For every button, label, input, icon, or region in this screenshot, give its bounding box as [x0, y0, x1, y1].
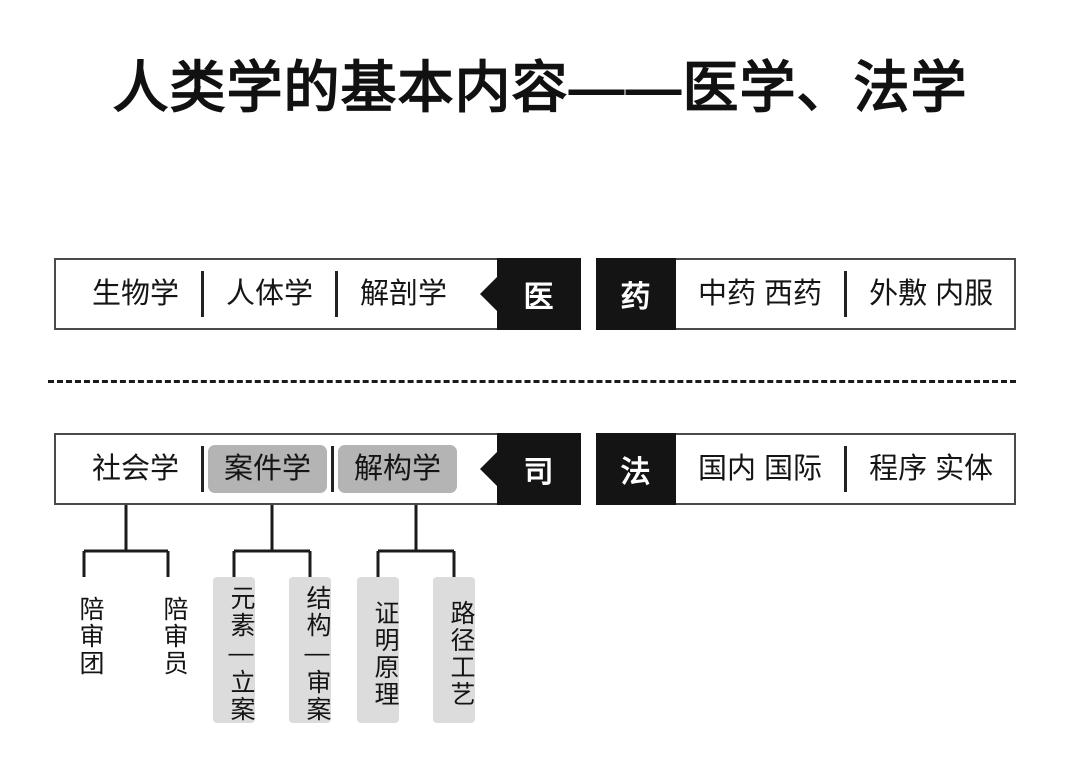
- section-divider: [48, 380, 1016, 383]
- leaf-element-filing[interactable]: 元素—立案: [213, 577, 255, 723]
- tag-drug[interactable]: 药: [596, 258, 676, 330]
- cell-anatomy[interactable]: 解剖学: [360, 277, 448, 310]
- cell-sociology[interactable]: 社会学: [92, 452, 180, 485]
- separator-icon: [335, 271, 339, 317]
- separator-icon: [844, 446, 848, 492]
- leaf-proof-principle[interactable]: 证明原理: [357, 577, 399, 723]
- row-medicine: 生物学 人体学 解剖学 医 药 中药 西药 外敷 内服: [0, 258, 1080, 330]
- law-right-capsule[interactable]: 国内 国际 程序 实体: [676, 433, 1016, 505]
- medicine-left-capsule[interactable]: 生物学 人体学 解剖学: [54, 258, 514, 330]
- tag-medicine[interactable]: 医: [497, 258, 581, 330]
- separator-icon: [331, 446, 335, 492]
- cell-deconstruction[interactable]: 解构学: [338, 445, 458, 493]
- leaf-juror[interactable]: 陪审员: [160, 595, 188, 677]
- leaf-path-process[interactable]: 路径工艺: [433, 577, 475, 723]
- leaf-structure-trial[interactable]: 结构—审案: [289, 577, 331, 723]
- separator-icon: [844, 271, 848, 317]
- medicine-right-capsule[interactable]: 中药 西药 外敷 内服: [676, 258, 1016, 330]
- cell-biology[interactable]: 生物学: [92, 277, 180, 310]
- row-law: 社会学 案件学 解构学 司 法 国内 国际 程序 实体: [0, 433, 1080, 505]
- leaf-jury-panel[interactable]: 陪审团: [76, 595, 104, 677]
- medicine-left-cells: 生物学 人体学 解剖学: [56, 260, 465, 328]
- law-left-cells: 社会学 案件学 解构学: [56, 435, 458, 503]
- tag-law[interactable]: 法: [596, 433, 676, 505]
- cell-procedural-substantive[interactable]: 程序 实体: [869, 452, 994, 485]
- cell-case-studies[interactable]: 案件学: [208, 445, 328, 493]
- medicine-right-cells: 中药 西药 外敷 内服: [676, 260, 1011, 328]
- cell-domestic-international[interactable]: 国内 国际: [698, 452, 823, 485]
- cell-chinese-western-medicine[interactable]: 中药 西药: [698, 277, 823, 310]
- law-left-capsule[interactable]: 社会学 案件学 解构学: [54, 433, 514, 505]
- cell-human-body[interactable]: 人体学: [226, 277, 314, 310]
- separator-icon: [201, 446, 205, 492]
- tag-judicial[interactable]: 司: [497, 433, 581, 505]
- separator-icon: [201, 271, 205, 317]
- page-title: 人类学的基本内容——医学、法学: [112, 56, 968, 119]
- cell-external-internal-use[interactable]: 外敷 内服: [869, 277, 994, 310]
- law-right-cells: 国内 国际 程序 实体: [676, 435, 1011, 503]
